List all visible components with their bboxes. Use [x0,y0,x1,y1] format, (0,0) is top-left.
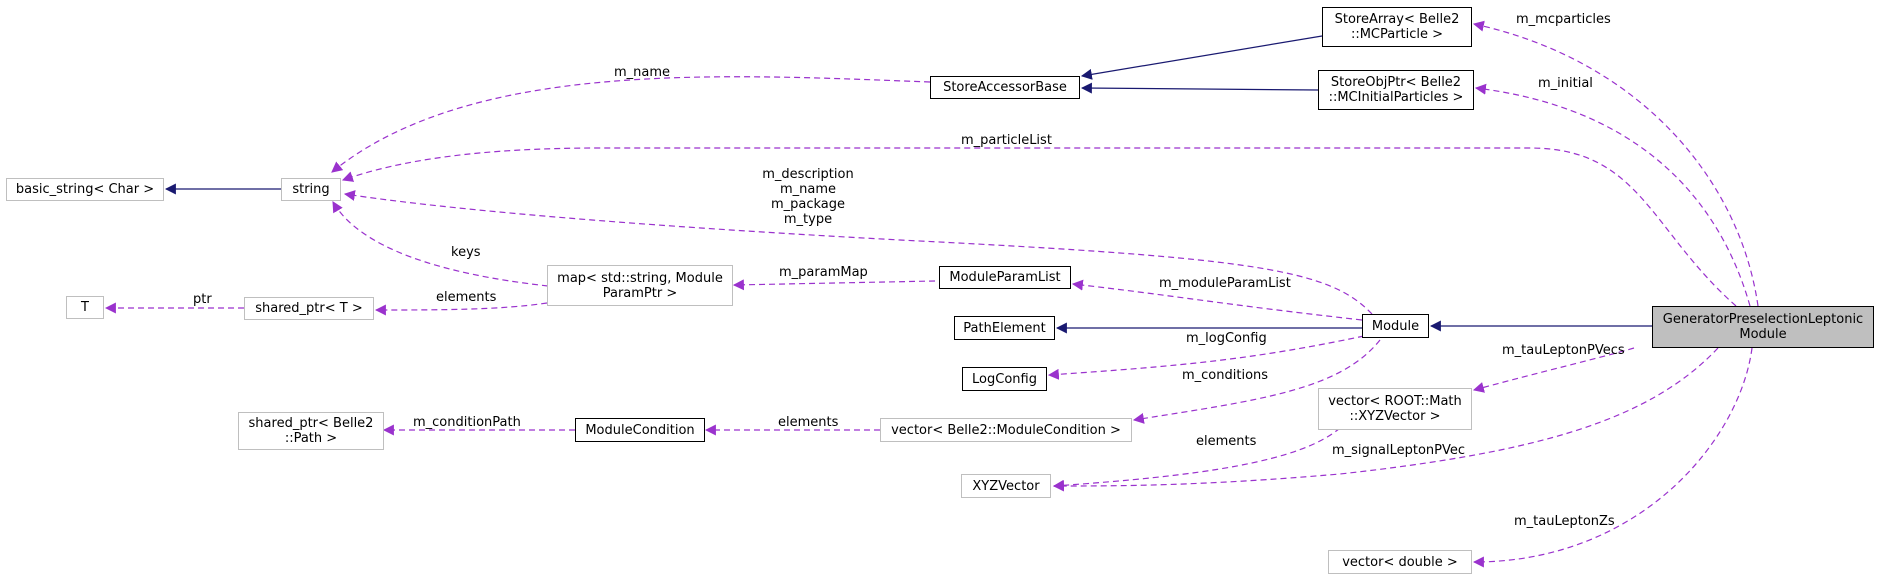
edge-label-m-mcparticles: m_mcparticles [1516,12,1611,27]
edge-label-m-signallepton-pvec: m_signalLeptonPVec [1332,443,1466,458]
node-shared-ptr-path-label-line2: ::Path > [284,431,338,446]
edge-storeaccessorbase-m-name [331,76,931,173]
edge-main-m-particlelist [341,147,1737,307]
node-storearray-mcparticle[interactable]: StoreArray< Belle2 ::MCParticle > [1322,7,1472,47]
node-vector-xyzvector-label-line1: vector< ROOT::Math [1328,394,1462,409]
node-vector-xyzvector-label-line2: ::XYZVector > [1349,409,1441,424]
node-storeobjptr-label-line2: ::MCInitialParticles > [1328,90,1464,105]
node-basic-string[interactable]: basic_string< Char > [6,178,164,201]
node-storearray-label-line1: StoreArray< Belle2 [1334,12,1460,27]
node-shared-ptr-path-label-line1: shared_ptr< Belle2 [248,416,374,431]
edge-map-keys [332,201,549,287]
node-xyzvector[interactable]: XYZVector [961,474,1051,498]
node-moduleparamlist-label: ModuleParamList [949,270,1061,285]
node-t-label: T [81,300,89,315]
edge-label-m-particlelist: m_particleList [961,133,1052,148]
edge-label-m-taulepton-pvecs: m_tauLeptonPVecs [1502,343,1625,358]
node-string-label: string [292,182,330,197]
node-vector-modulecondition-label: vector< Belle2::ModuleCondition > [891,422,1121,438]
edge-label-m-description: m_description [762,167,854,182]
node-module[interactable]: Module [1362,314,1429,338]
edge-storeobjptr-inherits-storeaccessorbase [1080,82,1319,94]
edge-label-m-conditions: m_conditions [1182,368,1269,383]
edge-label-elements-condition: elements [778,415,839,430]
edge-label-module-string: m_description m_name m_package m_type [752,167,864,227]
node-string[interactable]: string [281,178,341,201]
edge-label-m-package: m_package [770,197,846,212]
node-main-label-line1: GeneratorPreselectionLeptonic [1662,312,1864,327]
node-shared-ptr-t[interactable]: shared_ptr< T > [244,297,374,320]
edge-label-m-type: m_type [783,212,833,227]
edge-label-m-moduleparamlist: m_moduleParamList [1159,276,1291,291]
node-t[interactable]: T [66,296,104,319]
edge-label-elements-map: elements [436,290,497,305]
edge-label-m-parammap: m_paramMap [779,265,868,280]
node-map-label-line2: ParamPtr > [602,285,678,301]
node-shared-ptr-t-label: shared_ptr< T > [255,301,363,316]
edge-storearray-inherits-storeaccessorbase [1080,35,1323,80]
node-storeaccessorbase-label: StoreAccessorBase [943,80,1067,95]
node-pathelement[interactable]: PathElement [954,316,1055,340]
node-map-string-moduleparamptr[interactable]: map< std::string, Module ParamPtr > [547,265,733,306]
node-shared-ptr-path[interactable]: shared_ptr< Belle2 ::Path > [238,412,384,450]
edge-module-m-moduleparamlist [1071,279,1363,321]
edge-main-m-mcparticles [1472,20,1759,307]
node-storeobjptr-mcinitialparticles[interactable]: StoreObjPtr< Belle2 ::MCInitialParticles… [1318,70,1474,110]
edge-label-m-taulepton-zs: m_tauLeptonZs [1514,514,1615,529]
edge-label-m-name: m_name [614,65,671,80]
node-modulecondition[interactable]: ModuleCondition [575,418,705,442]
node-module-label: Module [1371,318,1420,334]
edge-label-elements-xyz: elements [1196,434,1257,449]
edge-label-m-logconfig: m_logConfig [1186,331,1267,346]
edge-vector-xyz-elements [1052,427,1341,491]
edge-moduleparamlist-m-parammap [732,279,936,291]
edge-main-m-taulepton-pvecs [1472,347,1635,393]
edge-main-m-initial [1474,83,1751,307]
node-storeobjptr-label-line1: StoreObjPtr< Belle2 [1330,75,1462,90]
node-storearray-label-line2: ::MCParticle > [1350,27,1444,42]
node-vector-xyzvector[interactable]: vector< ROOT::Math ::XYZVector > [1318,388,1472,430]
edge-label-ptr: ptr [193,292,212,307]
edge-label-keys: keys [451,245,481,260]
edge-label-m-initial: m_initial [1538,76,1593,91]
edge-main-m-taulepton-zs [1472,347,1753,568]
node-logconfig[interactable]: LogConfig [962,367,1047,391]
node-storeaccessorbase[interactable]: StoreAccessorBase [930,76,1080,99]
node-vector-double[interactable]: vector< double > [1328,550,1472,574]
edge-module-m-logconfig [1047,335,1365,380]
edge-label-m-conditionpath: m_conditionPath [413,415,521,430]
node-basic-string-label: basic_string< Char > [15,182,155,197]
node-vector-modulecondition[interactable]: vector< Belle2::ModuleCondition > [880,418,1132,442]
edge-module-m-conditions [1132,339,1381,424]
node-xyzvector-label: XYZVector [972,478,1040,494]
node-main-label-line2: Module [1739,327,1787,342]
node-generatorpreselectionleptonic-module[interactable]: GeneratorPreselectionLeptonic Module [1652,306,1874,348]
node-pathelement-label: PathElement [963,320,1046,336]
node-modulecondition-label: ModuleCondition [585,422,695,438]
node-vector-double-label: vector< double > [1342,554,1458,570]
edge-main-m-signallepton-pvec [1052,347,1719,492]
edge-module-string [343,190,1373,315]
node-map-label-line1: map< std::string, Module [557,270,723,286]
node-logconfig-label: LogConfig [972,371,1037,387]
node-moduleparamlist[interactable]: ModuleParamList [939,266,1071,289]
edge-label-m-name-2: m_name [779,182,837,197]
